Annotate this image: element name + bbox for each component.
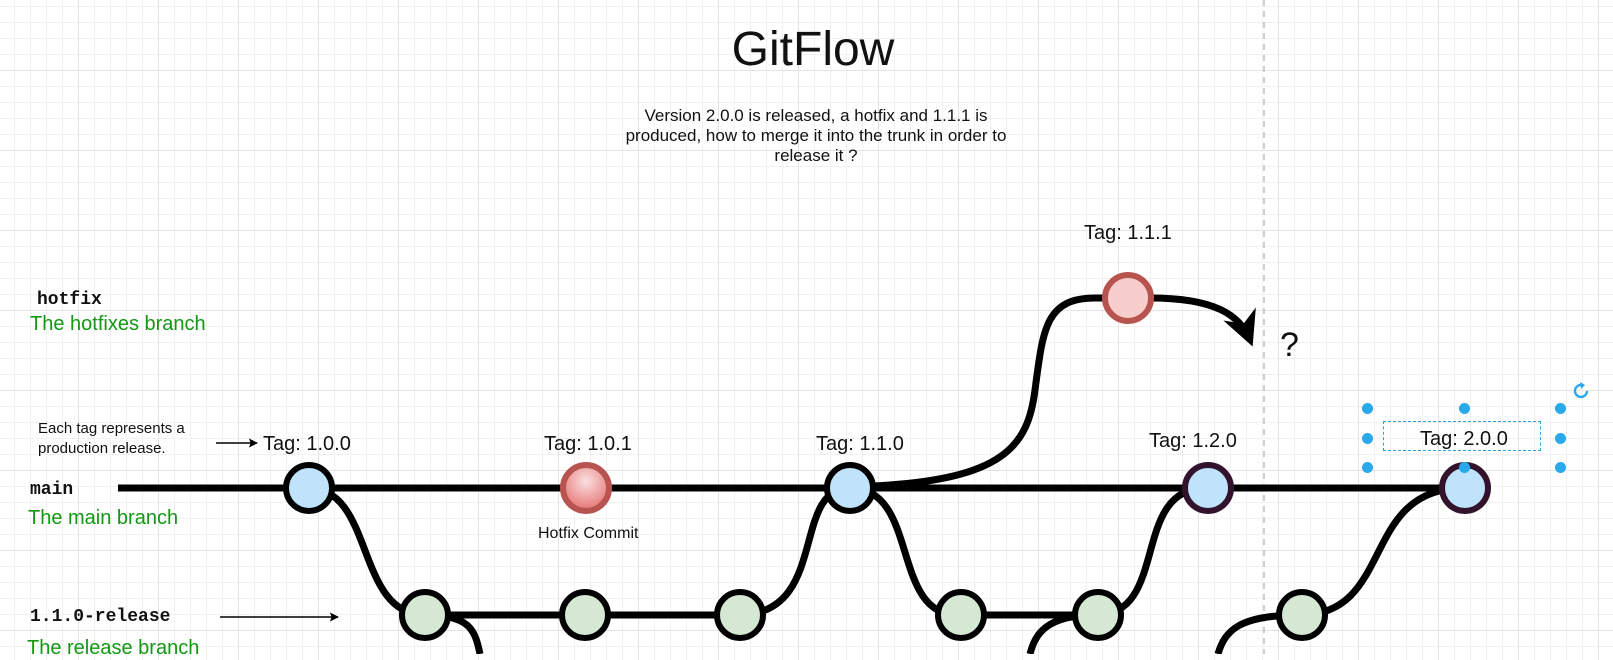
lane-label-main: main [30, 480, 74, 500]
commit-hotfix-1-1-1[interactable] [1102, 272, 1154, 324]
lane-caption-main: The main branch [28, 507, 179, 529]
rotate-icon[interactable] [1570, 380, 1592, 402]
resize-handle-left[interactable] [1362, 433, 1373, 444]
diagram-description: Version 2.0.0 is released, a hotfix and … [625, 106, 1007, 165]
hotfix-merge-arrow [1149, 294, 1256, 347]
lane-caption-hotfix: The hotfixes branch [30, 313, 206, 335]
lane-label-release: 1.1.0-release [30, 607, 171, 627]
connector-release-to-main-3 [1299, 484, 1465, 619]
commit-release-6[interactable] [1276, 589, 1328, 641]
commit-main-1-0-0[interactable] [283, 462, 335, 514]
resize-handle-top-left[interactable] [1362, 403, 1373, 414]
commit-release-2[interactable] [559, 589, 611, 641]
commit-release-5[interactable] [1072, 589, 1124, 641]
commit-release-1[interactable] [399, 589, 451, 641]
tag-label-2-0-0[interactable]: Tag: 2.0.0 [1420, 428, 1508, 450]
tag-label-1-0-0: Tag: 1.0.0 [263, 433, 351, 455]
diagram-title: GitFlow [731, 23, 895, 76]
commit-release-4[interactable] [935, 589, 987, 641]
tag-label-1-0-1: Tag: 1.0.1 [544, 433, 632, 455]
tag-label-1-2-0: Tag: 1.2.0 [1149, 430, 1237, 452]
resize-handle-bottom-left[interactable] [1362, 462, 1373, 473]
resize-handle-bottom-right[interactable] [1555, 462, 1566, 473]
connector-main-to-hotfix [871, 294, 1110, 490]
tag-label-1-1-0: Tag: 1.1.0 [816, 433, 904, 455]
tag-note: Each tag represents a production release… [38, 420, 185, 457]
commit-main-1-1-0[interactable] [824, 462, 876, 514]
resize-handle-top[interactable] [1459, 403, 1470, 414]
lane-caption-release: The release branch [27, 637, 200, 659]
resize-handle-bottom[interactable] [1459, 462, 1470, 473]
hotfix-commit-label: Hotfix Commit [538, 525, 639, 542]
question-mark: ? [1280, 326, 1299, 364]
commit-main-1-2-0[interactable] [1182, 462, 1234, 514]
resize-handle-right[interactable] [1555, 433, 1566, 444]
resize-handle-top-right[interactable] [1555, 403, 1566, 414]
commit-release-3[interactable] [714, 589, 766, 641]
tag-label-1-1-1: Tag: 1.1.1 [1084, 222, 1172, 244]
selection-box[interactable] [1383, 421, 1541, 451]
commit-main-1-0-1-hotfix[interactable] [560, 462, 612, 514]
lane-label-hotfix: hotfix [37, 290, 102, 310]
